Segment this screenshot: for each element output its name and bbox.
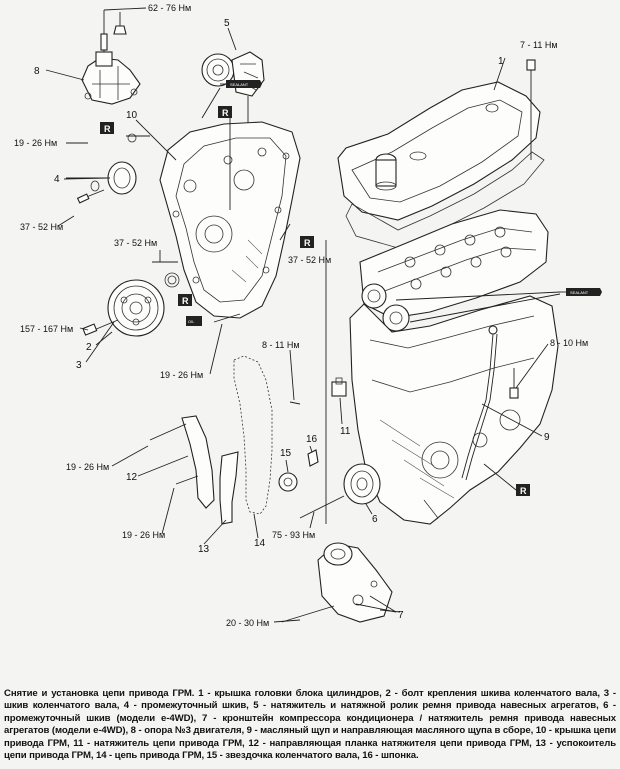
e4wd-idler-pulley-part [299, 463, 381, 519]
callout-number: 9 [544, 432, 550, 443]
callout-number: 1 [498, 56, 504, 67]
callout-number: 4 [54, 174, 60, 185]
sealant-tube-icon: SEALANT [395, 288, 602, 323]
replace-marker: R [218, 106, 232, 118]
callout-number: 5 [224, 18, 230, 29]
callout-leader-lines [45, 27, 543, 613]
seal-ring-part [127, 133, 137, 143]
svg-text:OIL: OIL [188, 319, 195, 324]
callout-number: 8 [34, 66, 40, 77]
head-cover-bolt-part [526, 59, 536, 160]
torque-label: 8 - 10 Нм [550, 338, 588, 348]
timing-chain-part [233, 355, 273, 515]
figure-caption: Снятие и установка цепи привода ГРМ. 1 -… [4, 688, 616, 762]
torque-label: 19 - 26 Нм [14, 138, 57, 148]
replace-marker: R [516, 484, 530, 496]
torque-leader-lines [57, 7, 549, 623]
torque-label: 75 - 93 Нм [272, 530, 315, 540]
torque-label: 37 - 52 Нм [114, 238, 157, 248]
callout-number: 14 [254, 538, 266, 549]
callout-number: 2 [86, 342, 92, 353]
torque-label: 19 - 26 Нм [160, 370, 203, 380]
torque-label: 37 - 52 Нм [20, 222, 63, 232]
svg-text:R: R [182, 296, 189, 306]
idler-pulley-part [66, 161, 137, 204]
crankshaft-pulley-part [82, 279, 165, 337]
callout-number: 6 [372, 514, 378, 525]
torque-label: 8 - 11 Нм [262, 340, 300, 350]
callout-number: 3 [76, 360, 82, 371]
torque-label: 20 - 30 Нм [226, 618, 269, 628]
callout-number: 12 [126, 472, 138, 483]
sealant-tube-icon: SEALANT [201, 80, 262, 119]
replace-marker: R [178, 294, 192, 306]
exploded-engine-diagram: 62 - 76 Нм 7 - 11 Нм 19 - 26 Нм 37 - 52 … [14, 3, 602, 628]
chain-tensioner-part [331, 377, 347, 397]
torque-label: 19 - 26 Нм [122, 530, 165, 540]
svg-text:R: R [222, 108, 229, 118]
replace-marker: R [100, 122, 114, 134]
callout-number: 16 [306, 434, 318, 445]
crank-seal-part [164, 272, 180, 288]
torque-label: 157 - 167 Нм [20, 324, 73, 334]
cylinder-head-part [359, 209, 549, 332]
svg-text:R: R [520, 486, 527, 496]
tensioner-guide-part [181, 415, 215, 509]
callout-number: 15 [280, 448, 292, 459]
ac-bracket-part [281, 542, 393, 623]
replace-marker: R [300, 236, 314, 248]
crank-sprocket-part [278, 472, 298, 492]
timing-chain-cover-part [159, 121, 301, 319]
engine-mount-part [81, 10, 141, 105]
callout-number: 10 [126, 110, 138, 121]
dipstick-guide-bolt-part [509, 368, 519, 399]
cylinder-head-cover-part [337, 57, 541, 221]
callout-number: 11 [340, 426, 351, 437]
callout-number: 13 [198, 544, 210, 555]
callout-number: 7 [398, 610, 404, 621]
oil-can-icon: OIL [186, 316, 202, 326]
o-ring-part [282, 152, 290, 160]
crank-seal-inner-part [167, 275, 177, 285]
svg-text:SEALANT: SEALANT [570, 290, 589, 295]
svg-text:R: R [304, 238, 311, 248]
oil-dipstick-part [461, 325, 498, 481]
key-part [307, 449, 319, 467]
torque-label: 62 - 76 Нм [148, 3, 191, 13]
svg-text:SEALANT: SEALANT [230, 82, 249, 87]
chain-damper-part [219, 451, 239, 525]
svg-text:R: R [104, 124, 111, 134]
torque-label: 37 - 52 Нм [288, 255, 331, 265]
torque-label: 19 - 26 Нм [66, 462, 109, 472]
torque-label: 7 - 11 Нм [520, 40, 558, 50]
